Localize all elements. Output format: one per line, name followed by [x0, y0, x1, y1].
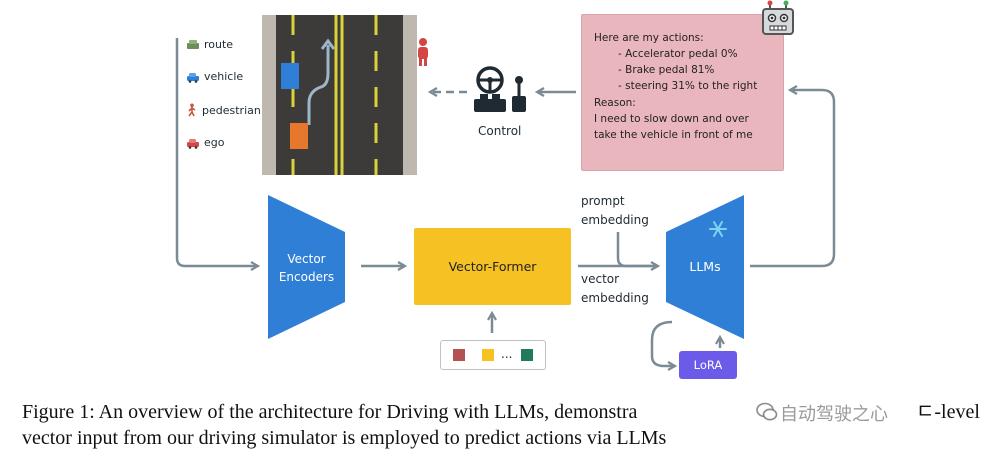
actions-line: take the vehicle in front of me [594, 129, 753, 141]
lora-label: LoRA [693, 358, 723, 372]
vector-tokens-box: ... [440, 340, 546, 370]
legend-pedestrian: pedestrian [186, 103, 261, 117]
lora-loop-arrow [650, 320, 674, 366]
legend-route: route [186, 38, 233, 51]
legend-route-label: route [204, 38, 234, 51]
token-square [521, 349, 533, 361]
legend-ego-label: ego [204, 136, 225, 149]
actions-line: - Brake pedal 81% [618, 64, 715, 76]
snowflake-icon [709, 221, 727, 237]
caption-line1: Figure 1: An overview of the architectur… [22, 401, 638, 423]
token-square [482, 349, 494, 361]
caption-fragment: ㄷ-level [916, 401, 980, 423]
control-label: Control [478, 124, 522, 138]
watermark-text: 自动驾驶之心 [780, 404, 888, 425]
legend-vehicle: vehicle [186, 70, 243, 83]
vector-former-label: Vector-Former [448, 259, 537, 274]
llms-label: LLMs [689, 259, 721, 274]
car-icon [187, 138, 199, 149]
steering-wheel-icon [474, 66, 526, 112]
vector-encoders-line2: Encoders [278, 270, 335, 284]
actions-line: I need to slow down and over [594, 113, 749, 125]
caption-line2: vector input from our driving simulator … [22, 427, 667, 449]
legend-vehicle-label: vehicle [204, 70, 244, 83]
figure-caption: Figure 1: An overview of the architectur… [22, 399, 982, 451]
lora-block: LoRA [679, 351, 737, 379]
vector-embedding-line1: vector [581, 272, 620, 286]
route-icon [187, 39, 199, 49]
prompt-embedding-line1: prompt [581, 194, 625, 208]
llms-block [666, 195, 744, 339]
vector-embedding-label: vector embedding [581, 270, 649, 308]
vector-encoders-line1: Vector [287, 252, 326, 266]
actions-panel: Here are my actions: - Accelerator pedal… [581, 14, 784, 171]
actions-line: - steering 31% to the right [618, 80, 758, 92]
car-icon [187, 72, 199, 83]
actions-line: - Accelerator pedal 0% [618, 48, 738, 60]
pedestrian-icon [188, 103, 196, 117]
prompt-to-llms-arrow [616, 232, 657, 268]
robot-icon [762, 0, 794, 35]
vector-encoders-label: Vector Encoders [268, 250, 345, 286]
token-ellipsis: ... [501, 347, 513, 361]
wechat-icon [756, 402, 778, 421]
legend-pedestrian-label: pedestrian [202, 103, 261, 117]
road-scene [262, 15, 428, 175]
prompt-embedding-label: prompt embedding [581, 192, 649, 230]
actions-line: Reason: [594, 97, 636, 109]
llms-to-panel-arrow [750, 90, 836, 268]
token-square [453, 349, 465, 361]
legend-to-encoders-arrow [175, 38, 257, 266]
road-markings [281, 15, 378, 175]
vector-embedding-line2: embedding [581, 291, 649, 305]
vector-encoders-block [268, 195, 345, 339]
legend-ego: ego [186, 136, 224, 149]
actions-line: Here are my actions: [594, 32, 704, 44]
prompt-embedding-line2: embedding [581, 213, 649, 227]
vector-former-block: Vector-Former [414, 228, 571, 305]
pedestrian-figure-icon [418, 38, 428, 66]
